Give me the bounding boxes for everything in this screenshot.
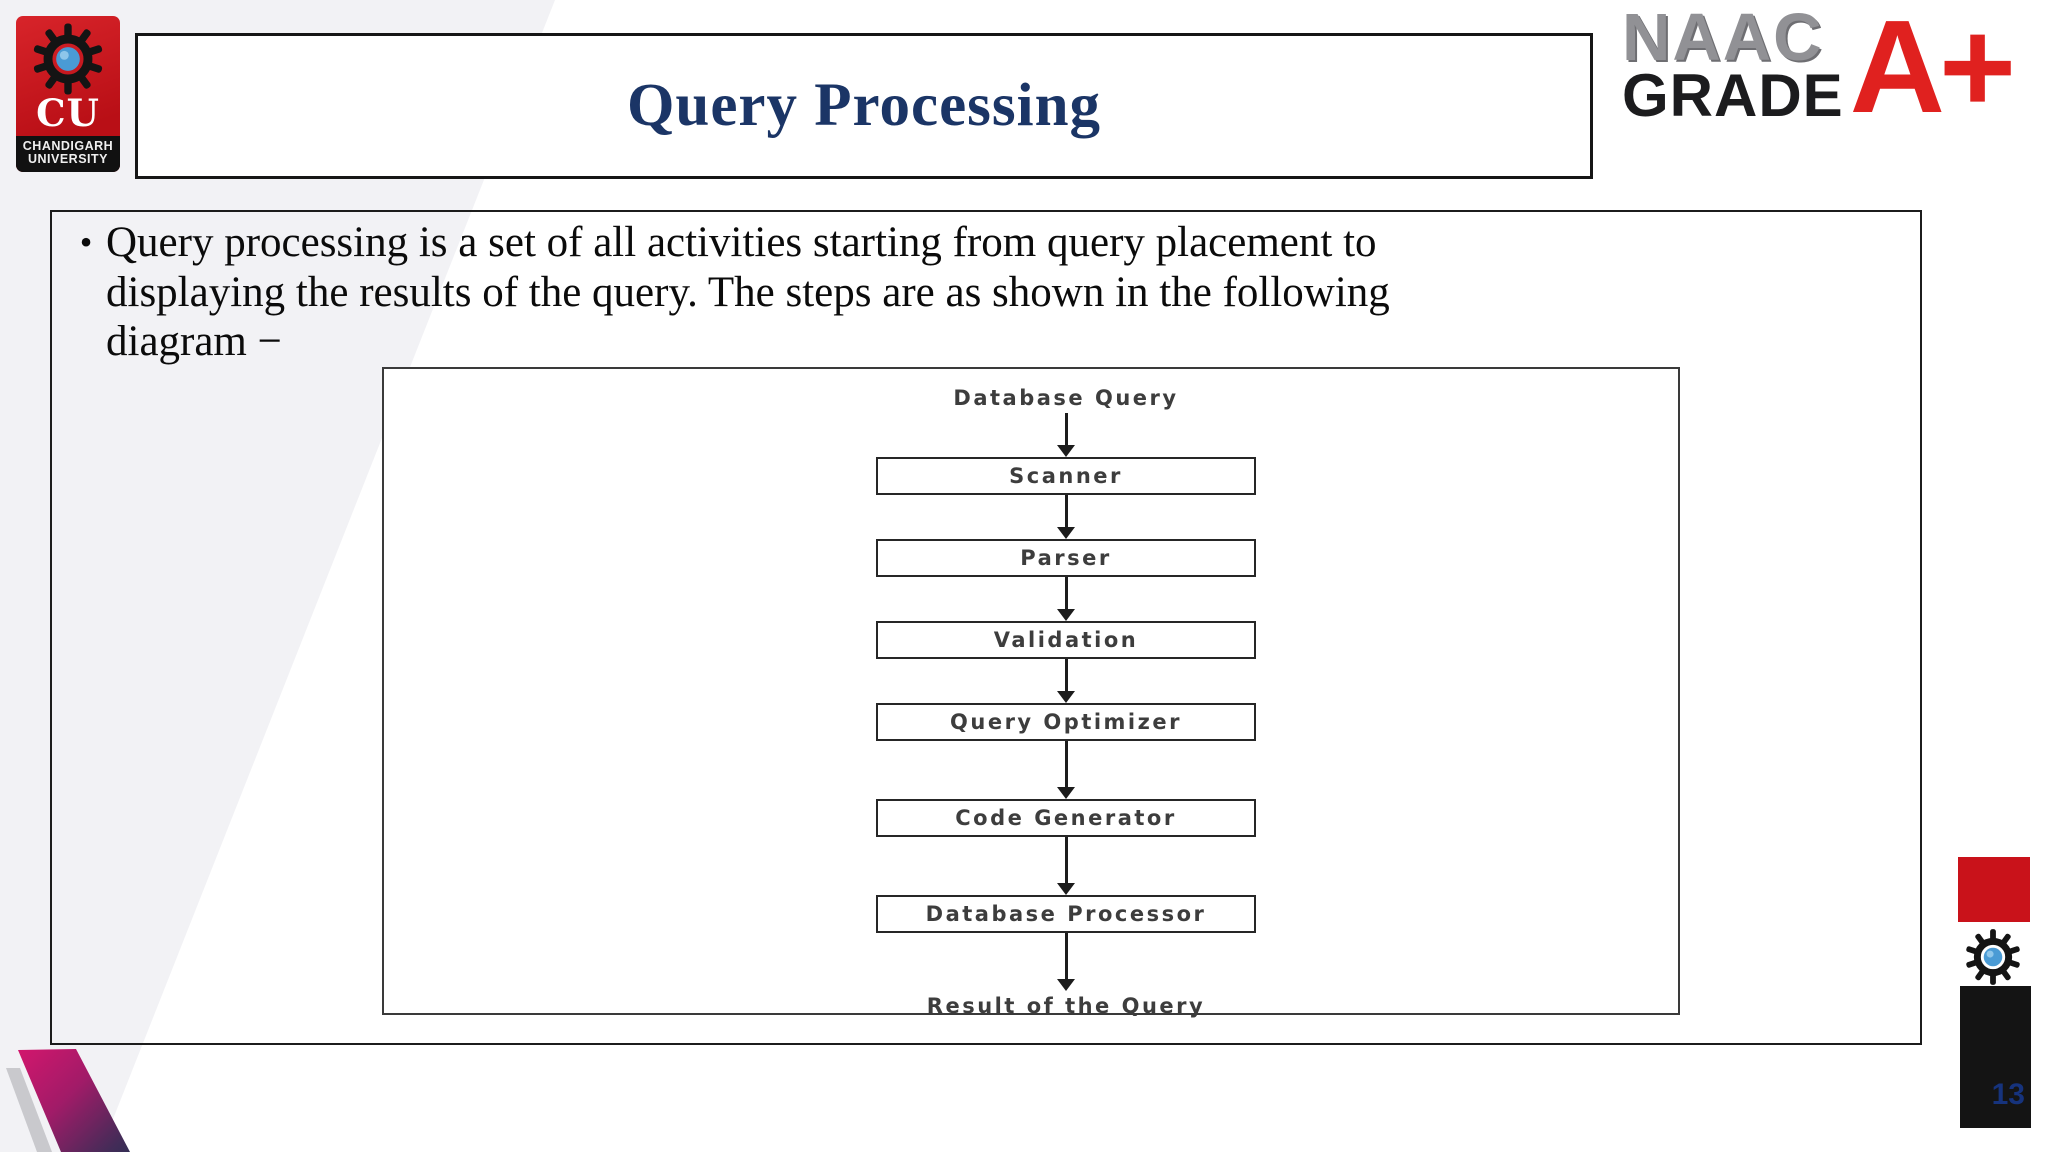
flow-node-database-processor: Database Processor (876, 895, 1256, 933)
flow-end-label: Result of the Query (926, 994, 1206, 1018)
cu-university-logo: CU CHANDIGARH UNIVERSITY (16, 16, 120, 172)
bullet-glyph: • (79, 222, 93, 262)
flow-start-label: Database Query (953, 386, 1179, 410)
naac-grade-value: A+ (1849, 0, 2016, 140)
cu-abbreviation: CU (36, 91, 100, 135)
down-arrow-icon (1057, 933, 1075, 991)
query-processing-flowchart: Database Query Scanner Parser Validation… (876, 383, 1256, 1021)
flow-node-code-generator: Code Generator (876, 799, 1256, 837)
flow-node-parser: Parser (876, 539, 1256, 577)
flow-node-scanner: Scanner (876, 457, 1256, 495)
flowchart-figure-box: Database Query Scanner Parser Validation… (382, 367, 1680, 1018)
flow-node-query-optimizer: Query Optimizer (876, 703, 1256, 741)
down-arrow-icon (1057, 495, 1075, 539)
naac-text: NAAC (1622, 0, 1824, 75)
footer-red-square (1958, 857, 2030, 922)
cu-name-line1: CHANDIGARH (22, 139, 114, 153)
down-arrow-icon (1057, 577, 1075, 621)
bullet-text-line2: displaying the results of the query. The… (106, 268, 1390, 316)
content-box: • Query processing is a set of all activ… (50, 210, 1922, 1045)
down-arrow-icon (1057, 837, 1075, 895)
slide-title: Query Processing (626, 72, 1101, 139)
slide-title-box: Query Processing (135, 33, 1593, 179)
cu-name-line2: UNIVERSITY (27, 152, 108, 166)
down-arrow-icon (1057, 659, 1075, 703)
footer-black-bar: 13 (1960, 986, 2031, 1128)
bullet-text-line1: Query processing is a set of all activit… (106, 219, 1377, 266)
down-arrow-icon (1057, 413, 1075, 457)
page-number: 13 (1991, 1078, 2025, 1111)
footer-gear-emblem-icon (1966, 929, 2020, 985)
bullet-text-line3: diagram − (106, 318, 282, 365)
naac-grade-logo: NAAC GRADE A+ (1622, 0, 2046, 140)
bullet-paragraph: • Query processing is a set of all activ… (66, 218, 1486, 367)
down-arrow-icon (1057, 741, 1075, 799)
naac-grade-text: GRADE (1622, 62, 1844, 129)
cu-gear-emblem-icon (33, 23, 103, 95)
flow-node-validation: Validation (876, 621, 1256, 659)
cu-name-band: CHANDIGARH UNIVERSITY (16, 136, 120, 172)
